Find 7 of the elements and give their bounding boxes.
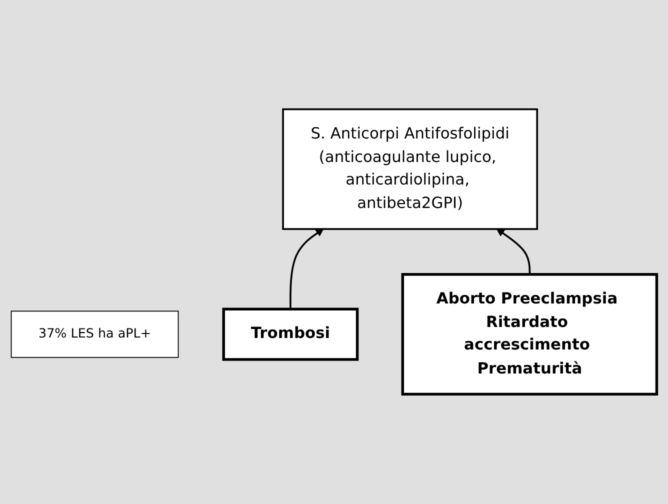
node-box bbox=[401, 273, 658, 396]
node-box bbox=[10, 310, 179, 358]
node-box bbox=[282, 108, 538, 230]
arrow bbox=[290, 228, 324, 310]
diagram: 37% LES ha aPL+ S. Anticorpi Antifosfolipidi (anticoagulante lupico, anticardiolipina, antibeta2GPI) Trombosi Aborto Preeclampsia Ritardato accrescimento Prematurità bbox=[4, 102, 664, 402]
arrow bbox=[496, 228, 531, 275]
node-box bbox=[222, 308, 359, 362]
